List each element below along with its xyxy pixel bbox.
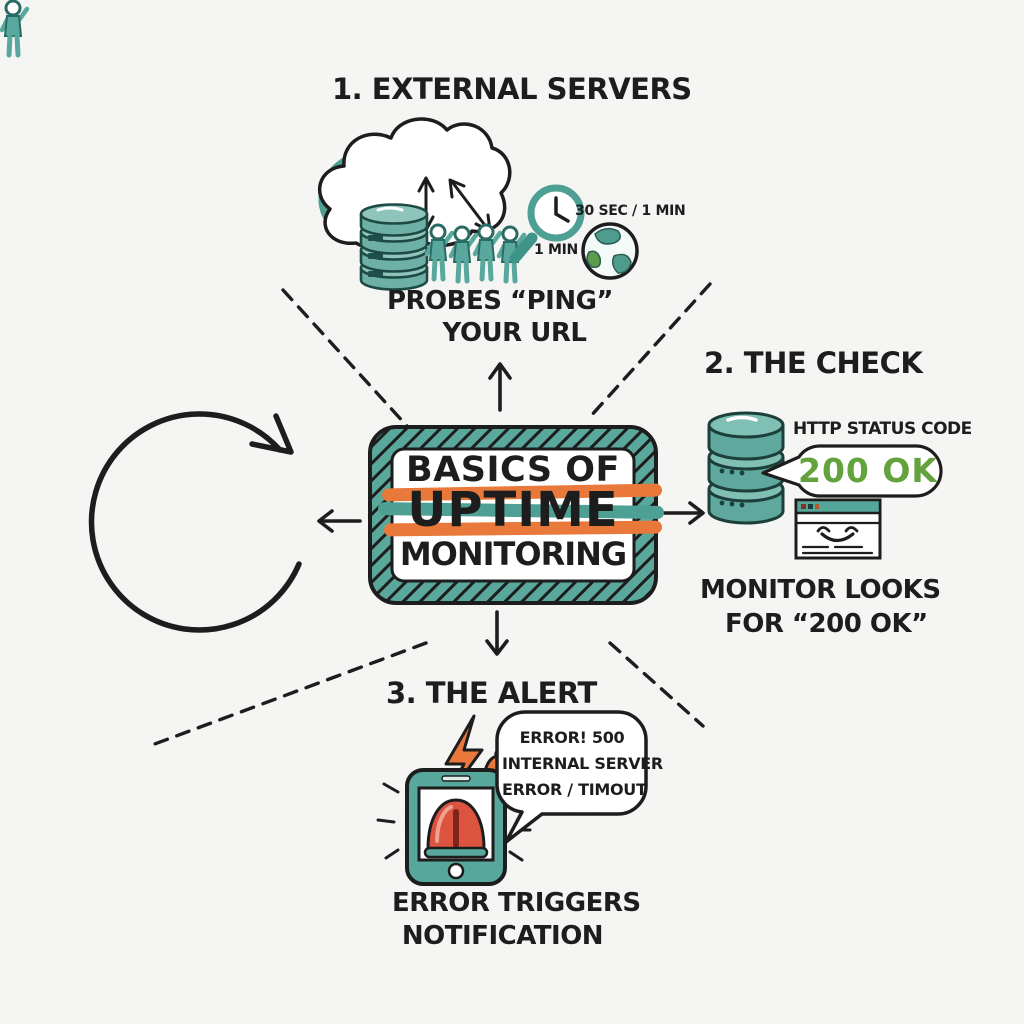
section3-caption-line1: ERROR TRIGGERS bbox=[392, 888, 641, 918]
title-box-line3: MONITORING bbox=[399, 535, 627, 573]
database-icon bbox=[707, 411, 785, 525]
section3-heading: 3. THE ALERT bbox=[386, 676, 597, 710]
alert-speech-bubble bbox=[495, 710, 648, 844]
section1-caption-line1: PROBES “PING” bbox=[386, 286, 614, 316]
loop-arrow-icon bbox=[88, 411, 302, 633]
http-status-label: HTTP STATUS CODE bbox=[793, 419, 972, 439]
magnifier-clock-icon bbox=[509, 184, 585, 264]
status-speech-bubble bbox=[761, 444, 943, 498]
browser-window-icon bbox=[794, 498, 882, 560]
smiley-icon bbox=[816, 526, 859, 543]
server-stack-icon bbox=[359, 203, 429, 291]
siren-icon bbox=[423, 798, 489, 859]
dashed-connector bbox=[150, 282, 712, 747]
section2-heading: 2. THE CHECK bbox=[704, 346, 923, 380]
highlight-stripes bbox=[378, 483, 664, 537]
arrow-icon bbox=[317, 362, 705, 656]
section2-caption-line2: FOR “200 OK” bbox=[725, 609, 928, 639]
status-code-value: 200 OK bbox=[798, 451, 938, 490]
title-box-line1: BASICS OF bbox=[406, 450, 620, 490]
section1-caption-line2: YOUR URL bbox=[442, 318, 587, 348]
interval-label-bottom: 1 MIN bbox=[534, 242, 578, 258]
alert-bubble-line2: INTERNAL SERVER bbox=[502, 754, 663, 773]
section3-caption-line2: NOTIFICATION bbox=[401, 921, 604, 951]
section1-heading: 1. EXTERNAL SERVERS bbox=[332, 72, 692, 106]
probe-people-icon bbox=[0, 0, 524, 281]
section2-caption-line1: MONITOR LOOKS bbox=[700, 575, 941, 605]
title-box-line2: UPTIME bbox=[407, 482, 619, 538]
alert-bubble-line3: ERROR / TIMOUT bbox=[502, 780, 647, 799]
phone-icon bbox=[376, 768, 532, 886]
alert-bubble-line1: ERROR! 500 bbox=[519, 728, 625, 747]
interval-label-top: 30 SEC / 1 MIN bbox=[575, 203, 686, 219]
title-box bbox=[368, 425, 664, 605]
globe-icon bbox=[581, 222, 639, 280]
